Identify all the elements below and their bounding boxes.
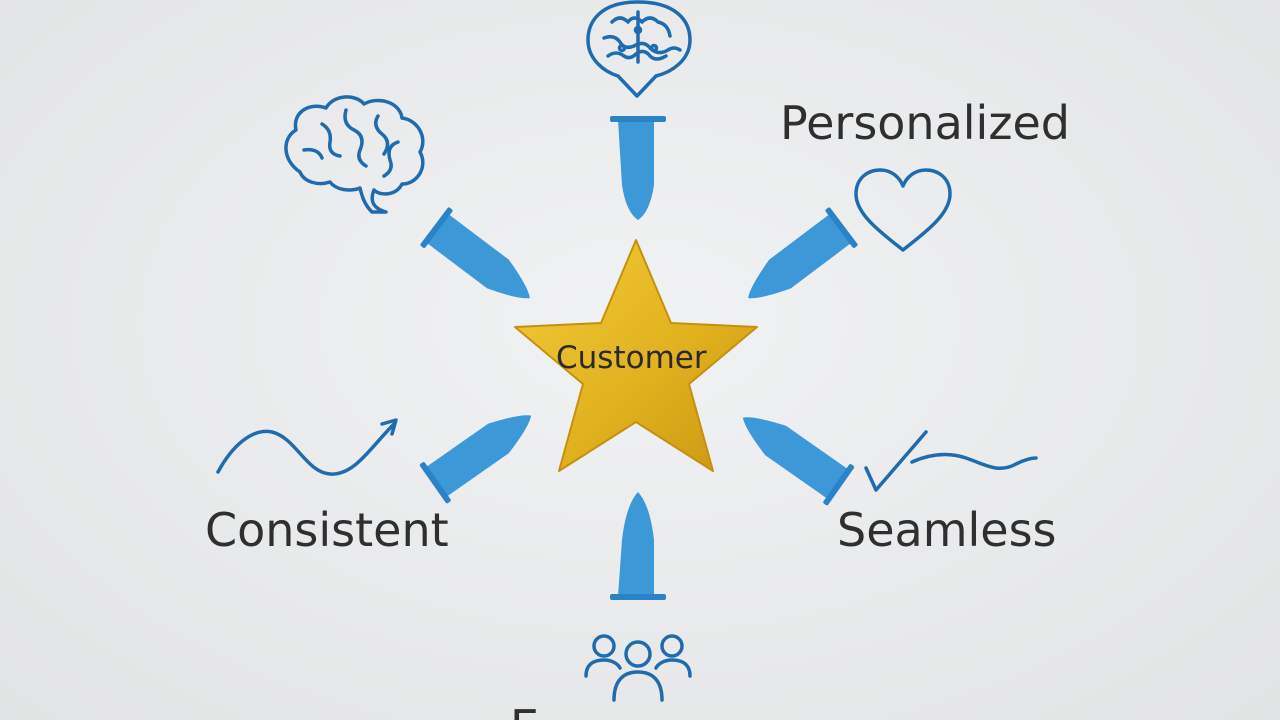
label-seamless: Seamless xyxy=(837,503,1057,557)
arrow-lower-right xyxy=(742,417,855,506)
checkmark-wave-icon xyxy=(864,430,1038,492)
wave-arrow-icon xyxy=(216,418,398,476)
label-bottom-partial: E xyxy=(510,700,539,720)
heart-icon xyxy=(854,168,952,252)
arrow-upper-left xyxy=(420,207,530,299)
arrow-lower-left xyxy=(419,415,532,504)
center-label: Customer xyxy=(556,340,707,376)
label-personalized: Personalized xyxy=(780,96,1070,150)
arrow-bottom xyxy=(610,492,666,600)
arrow-upper-right xyxy=(748,207,858,299)
arrow-top xyxy=(610,116,666,220)
brain-speech-bubble-icon xyxy=(586,0,692,98)
people-group-icon xyxy=(584,634,692,702)
center-star xyxy=(514,239,758,472)
brain-icon xyxy=(284,95,425,214)
label-consistent: Consistent xyxy=(205,503,449,557)
